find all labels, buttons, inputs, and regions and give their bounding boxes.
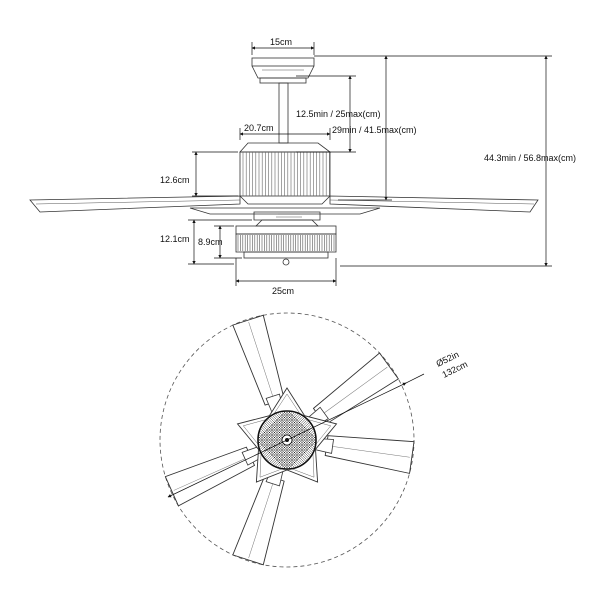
dim-downrod: 12.5min / 25max(cm)	[296, 75, 381, 153]
shade-height-label: 8.9cm	[198, 237, 223, 247]
light-kit-height-label: 12.1cm	[160, 234, 190, 244]
blade-sweep-circle	[159, 312, 415, 568]
motor-housing	[239, 142, 332, 205]
dim-total-height: 44.3min / 56.8max(cm)	[340, 55, 576, 267]
dim-shade-width: 25cm	[235, 258, 337, 296]
dim-motor-height: 12.6cm	[160, 151, 238, 197]
downrod-range-label: 12.5min / 25max(cm)	[296, 109, 381, 119]
canopy-width-label: 15cm	[270, 37, 292, 47]
dim-shade-height: 8.9cm	[198, 225, 242, 259]
dim-canopy-width: 15cm	[251, 37, 315, 55]
motor-height-label: 12.6cm	[160, 175, 190, 185]
side-view: 15cm 12.5min / 25max(cm) 29min / 41.5max…	[29, 37, 576, 296]
motor-width-label: 20.7cm	[244, 123, 274, 133]
shade-width-label: 25cm	[272, 286, 294, 296]
total-height-label: 44.3min / 56.8max(cm)	[484, 153, 576, 163]
canopy	[251, 57, 315, 84]
dim-motor-width: 20.7cm	[239, 123, 331, 140]
dim-light-kit-height: 12.1cm	[160, 219, 252, 265]
ceiling-to-blade-label: 29min / 41.5max(cm)	[332, 125, 417, 135]
light-kit	[235, 219, 337, 266]
dim-ceiling-to-blade: 29min / 41.5max(cm)	[314, 55, 417, 201]
blades-side	[29, 195, 539, 221]
top-view: Ø52in 132cm	[159, 312, 469, 568]
